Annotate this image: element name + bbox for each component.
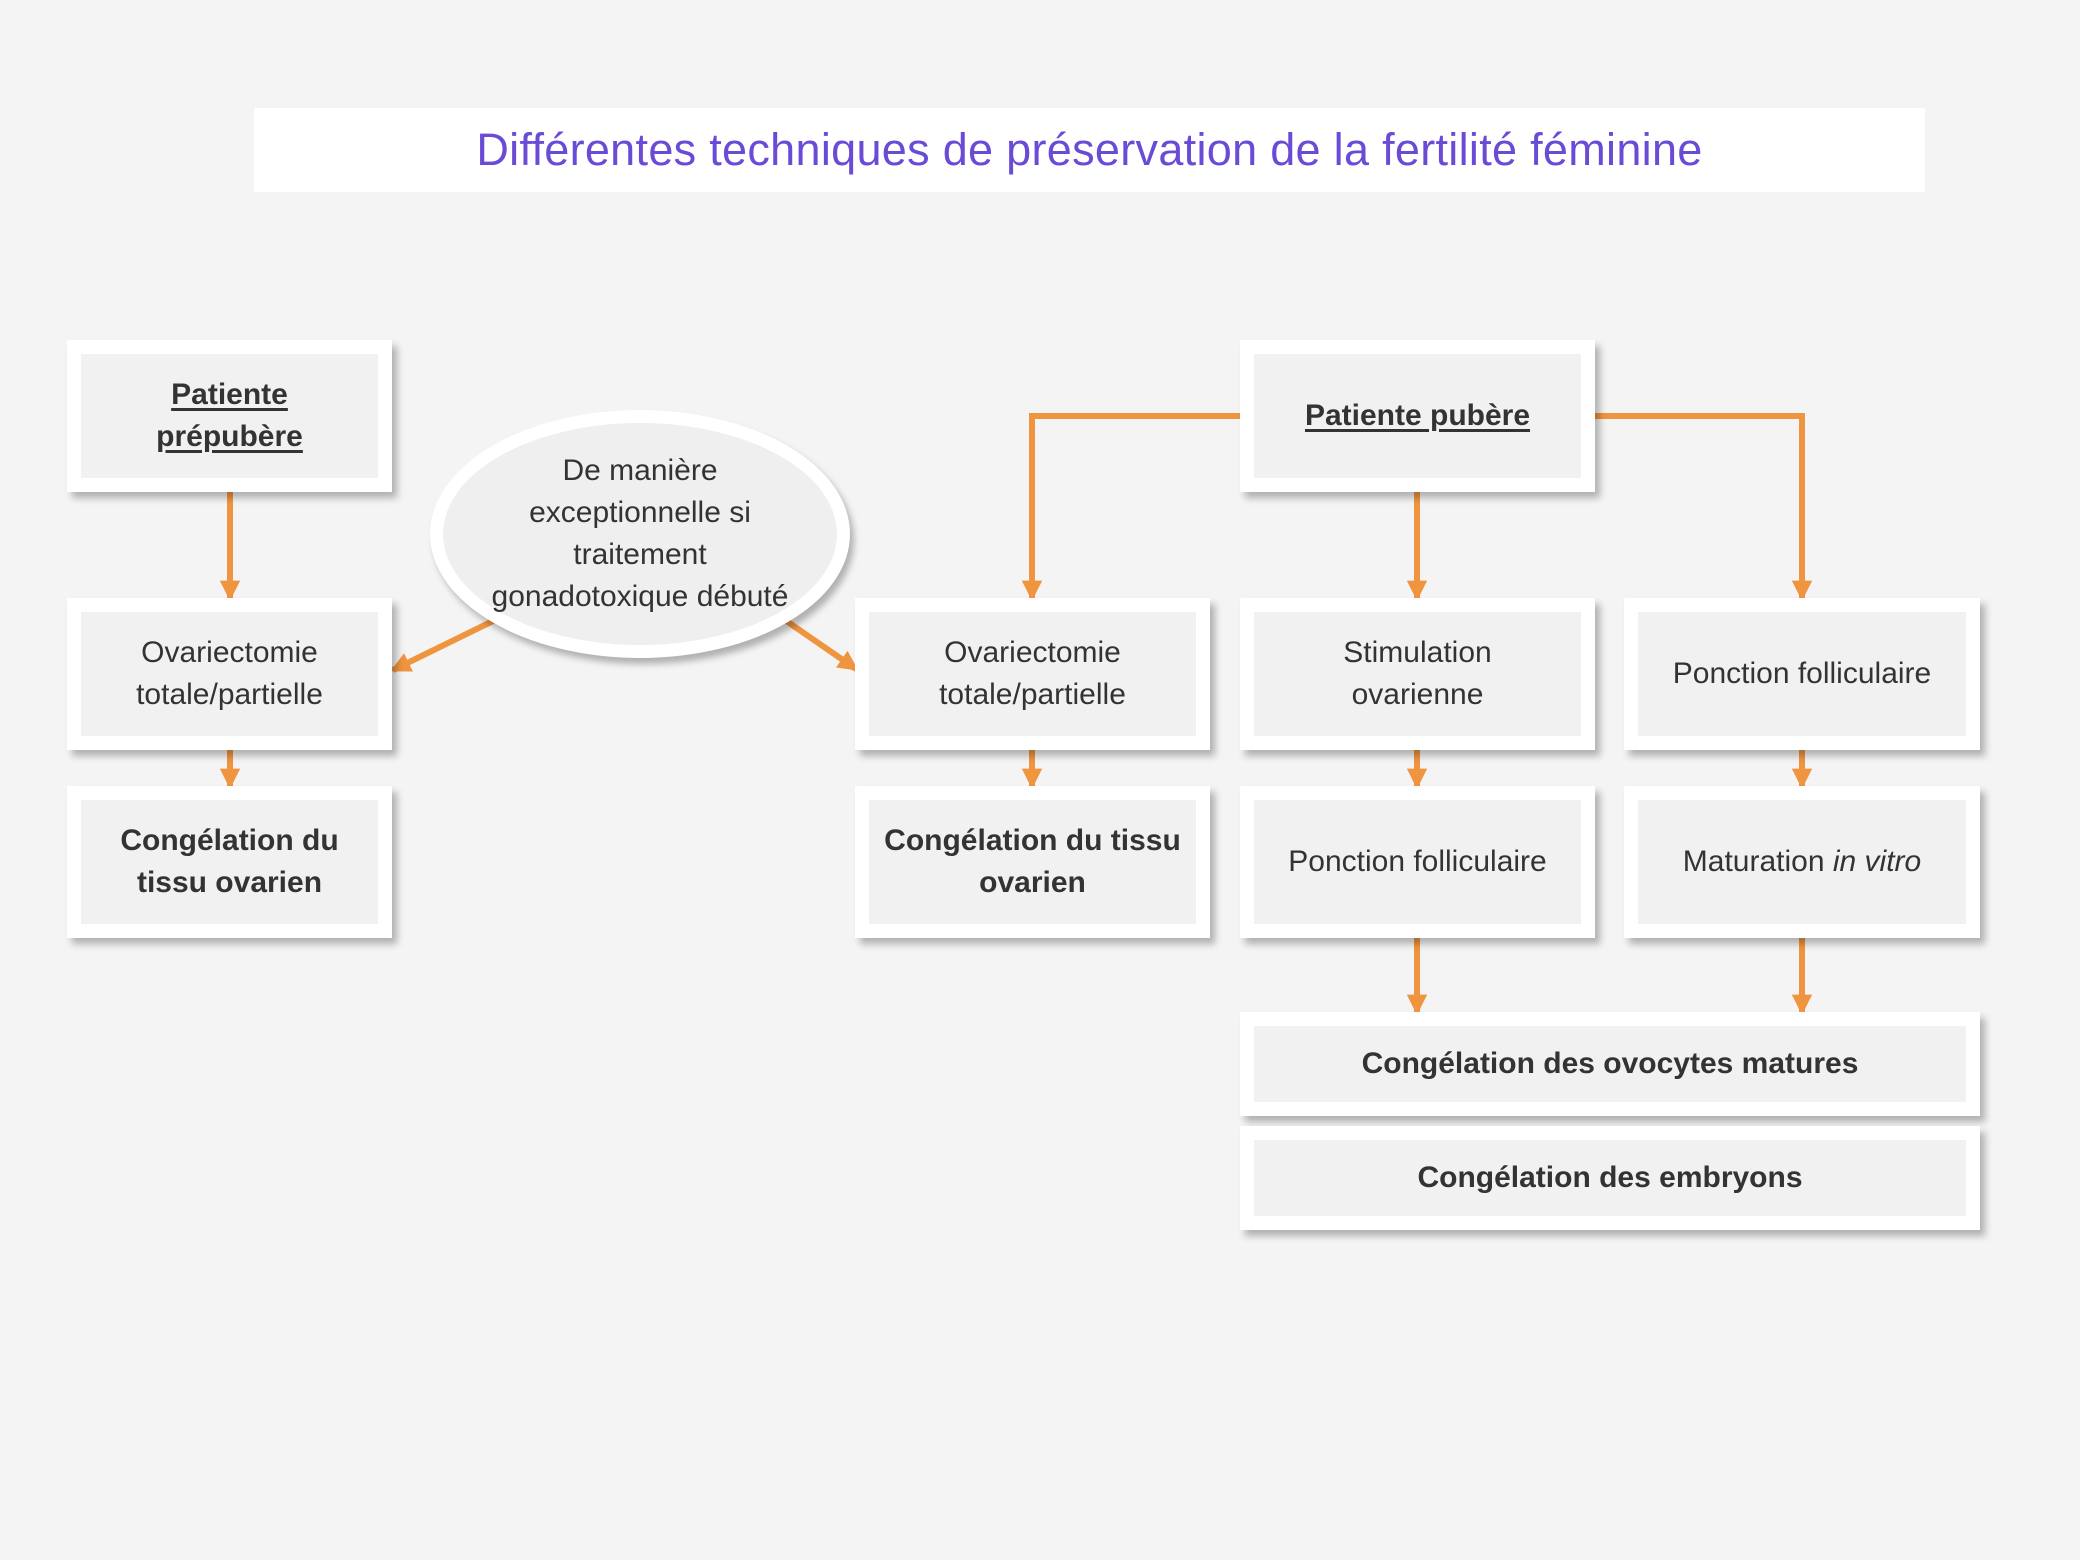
direct-puncture-box: Ponction folliculaire xyxy=(1624,598,1980,750)
patient-prepubere-label: Patiente prépubère xyxy=(81,354,378,478)
left-tissue-freezing-box: Congélation du tissu ovarien xyxy=(67,786,392,938)
patient-pubere-box: Patiente pubère xyxy=(1240,340,1595,492)
right-tissue-freezing-label: Congélation du tissu ovarien xyxy=(869,800,1196,924)
oocyte-freezing-box: Congélation des ovocytes matures xyxy=(1240,1012,1980,1116)
left-tissue-freezing-label: Congélation du tissu ovarien xyxy=(81,800,378,924)
embryo-freezing-label: Congélation des embryons xyxy=(1254,1140,1966,1216)
right-ovariectomy-label: Ovariectomie totale/partielle xyxy=(869,612,1196,736)
exception-note-ellipse: De manière exceptionnelle si traitement … xyxy=(430,410,850,658)
page-title: Différentes techniques de préservation d… xyxy=(476,124,1703,175)
right-tissue-freezing-box: Congélation du tissu ovarien xyxy=(855,786,1210,938)
title-bar: Différentes techniques de préservation d… xyxy=(254,108,1925,192)
maturation-label: Maturation in vitro xyxy=(1638,800,1966,924)
left-ovariectomy-label: Ovariectomie totale/partielle xyxy=(81,612,378,736)
arrow-pubere-to-puncture xyxy=(1590,413,1813,602)
oocyte-freezing-label: Congélation des ovocytes matures xyxy=(1254,1026,1966,1102)
arrow-pubere-to-ovariectomy xyxy=(1021,413,1245,602)
maturation-prefix: Maturation xyxy=(1682,845,1833,878)
direct-puncture-label: Ponction folliculaire xyxy=(1638,612,1966,736)
exception-note-text: De manière exceptionnelle si traitement … xyxy=(443,423,837,645)
stimulation-label: Stimulation ovarienne xyxy=(1254,612,1581,736)
patient-pubere-label: Patiente pubère xyxy=(1254,354,1581,478)
stimulation-box: Stimulation ovarienne xyxy=(1240,598,1595,750)
stimulated-puncture-label: Ponction folliculaire xyxy=(1254,800,1581,924)
stimulated-puncture-box: Ponction folliculaire xyxy=(1240,786,1595,938)
maturation-italic: in vitro xyxy=(1832,845,1922,878)
right-ovariectomy-box: Ovariectomie totale/partielle xyxy=(855,598,1210,750)
arrow-note-to-right-ovariectomy xyxy=(783,617,859,672)
maturation-box: Maturation in vitro xyxy=(1624,786,1980,938)
left-ovariectomy-box: Ovariectomie totale/partielle xyxy=(67,598,392,750)
arrow-note-to-left-ovariectomy xyxy=(390,617,497,673)
embryo-freezing-box: Congélation des embryons xyxy=(1240,1126,1980,1230)
patient-prepubere-box: Patiente prépubère xyxy=(67,340,392,492)
